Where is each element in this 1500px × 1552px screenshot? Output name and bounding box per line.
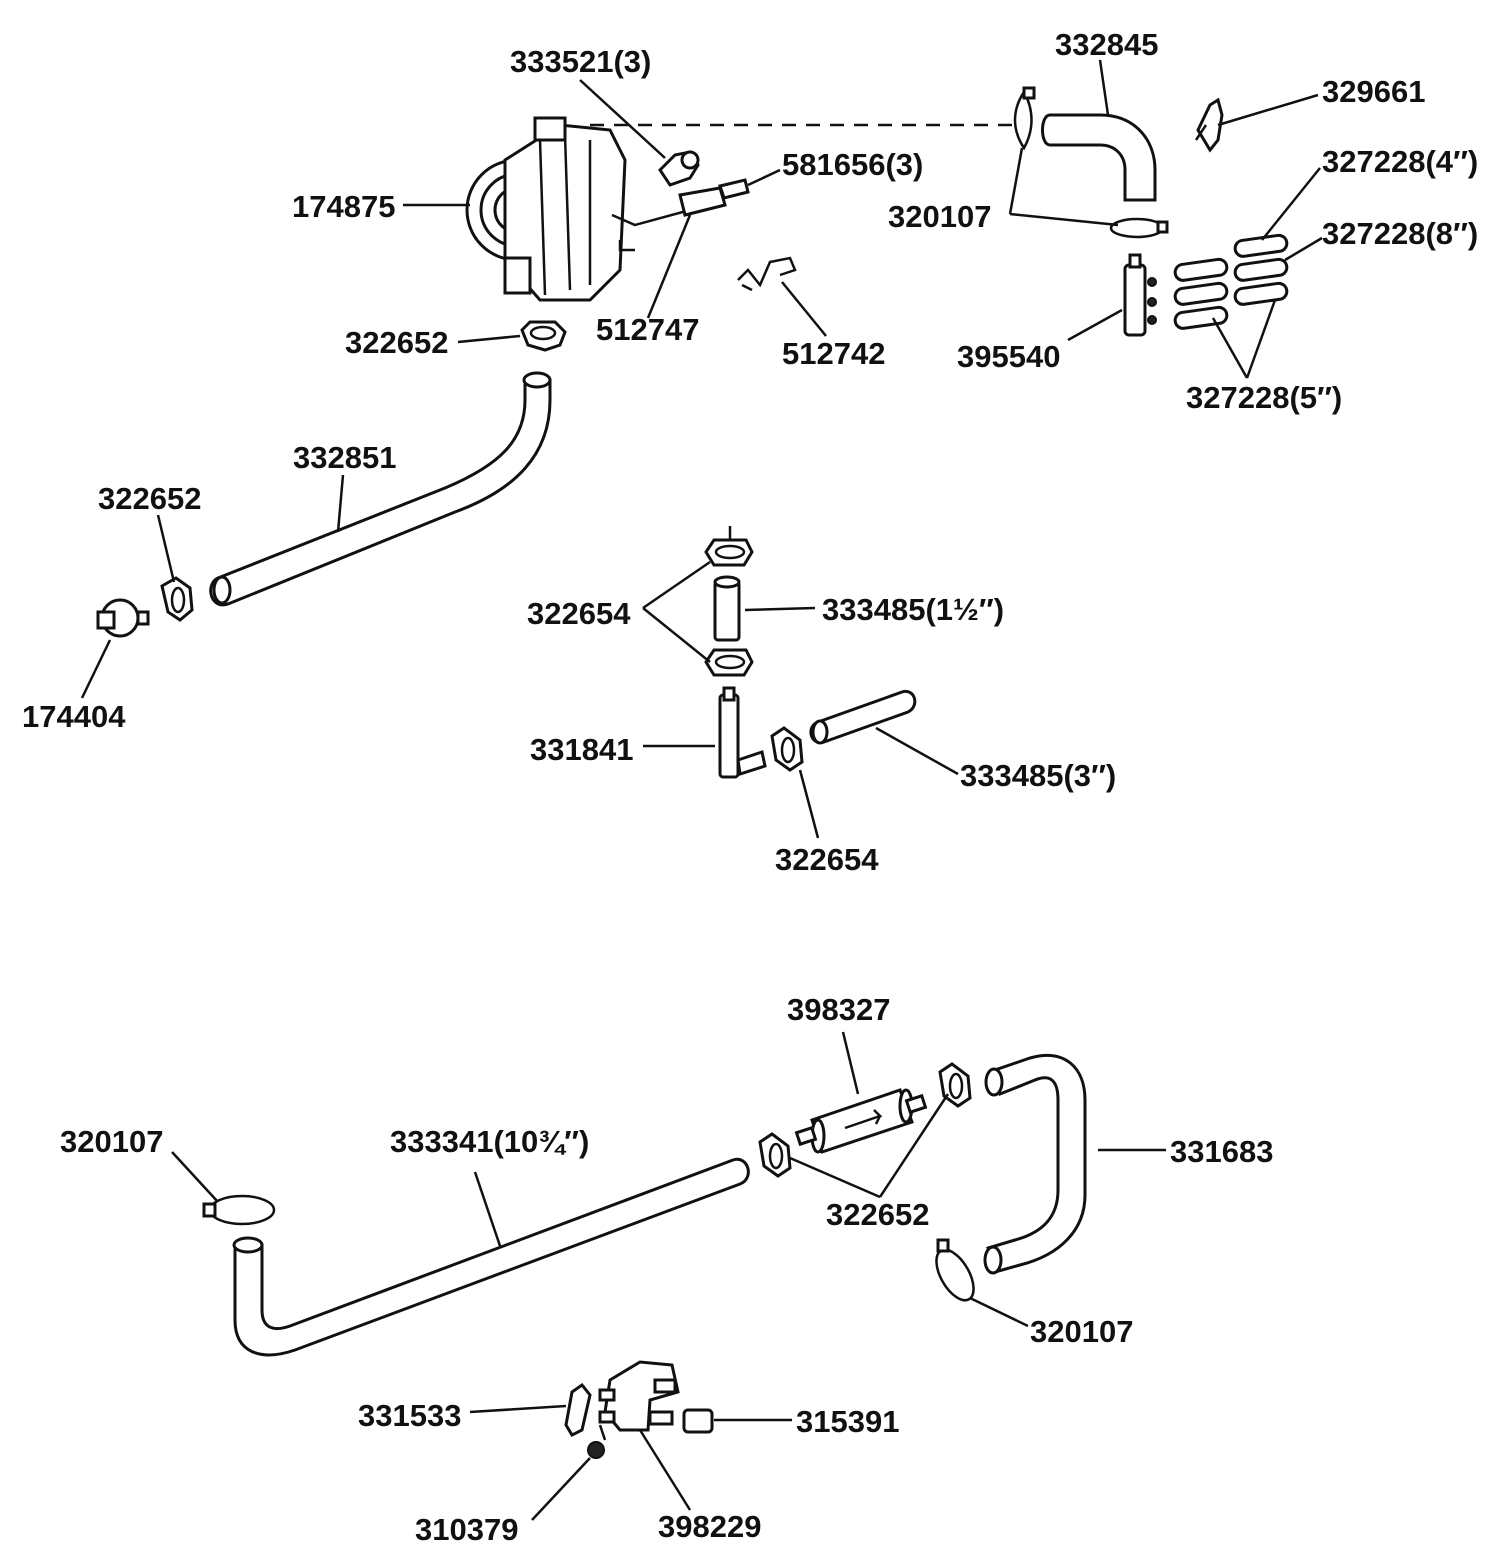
label-581656-3: 581656(3): [782, 147, 923, 182]
fitting-512747: [678, 178, 750, 217]
label-327228-5in: 327228(5′′): [1186, 380, 1342, 415]
label-174875: 174875: [292, 189, 395, 224]
label-329661: 329661: [1322, 74, 1425, 109]
label-322654-a: 322654: [527, 596, 631, 631]
hose-333485-3in: [809, 689, 917, 745]
label-327228-8in: 327228(8′′): [1322, 216, 1478, 251]
hose-327228-set: [1173, 233, 1289, 330]
label-333341: 333341(10¾′′): [390, 1124, 589, 1159]
fuel-pump-174875: [465, 116, 691, 302]
part-labels: 333521(3) 332845 329661 327228(4′′) 5816…: [22, 27, 1478, 1547]
clamp-322652-bottom-left: [758, 1132, 792, 1178]
label-322652-left: 322652: [98, 481, 201, 516]
clamp-322652-left: [160, 576, 194, 622]
label-395540: 395540: [957, 339, 1060, 374]
label-333485-3in: 333485(3′′): [960, 758, 1116, 793]
label-320107-top: 320107: [888, 199, 991, 234]
fuel-filter-398327: [794, 1088, 928, 1154]
clip-512742: [737, 256, 797, 292]
clamp-320107-right: [935, 1238, 975, 1302]
hose-333341: [232, 1157, 750, 1357]
cap-315391: [682, 1408, 714, 1434]
label-332845: 332845: [1055, 27, 1158, 62]
label-322652-top: 322652: [345, 325, 448, 360]
label-331533: 331533: [358, 1398, 461, 1433]
clamp-320107-top-ring: [1109, 217, 1169, 239]
tee-fitting-331841: [718, 686, 767, 779]
label-512742: 512742: [782, 336, 885, 371]
label-333485-1-5in: 333485(1½′′): [822, 592, 1004, 627]
label-322654-b: 322654: [775, 842, 879, 877]
label-322652-bottom: 322652: [826, 1197, 929, 1232]
label-512747: 512747: [596, 312, 699, 347]
clamp-320107-top-vertical: [1013, 86, 1036, 151]
label-315391: 315391: [796, 1404, 899, 1439]
label-398229: 398229: [658, 1509, 761, 1544]
clamp-322654-lower: [704, 648, 754, 677]
manifold-395540: [1123, 253, 1157, 337]
hose-332851: [209, 371, 552, 607]
connector-333521: [658, 150, 700, 187]
connector-329661: [1194, 97, 1224, 153]
hose-331683: [983, 1053, 1087, 1275]
clamp-322654-side: [770, 726, 804, 772]
label-320107-right: 320107: [1030, 1314, 1133, 1349]
hose-333485-1-5in: [713, 575, 741, 642]
fitting-174404: [96, 598, 150, 638]
label-332851: 332851: [293, 440, 396, 475]
screw-310379: [587, 1441, 605, 1459]
valve-398229: [598, 1360, 680, 1441]
clamp-322652-top: [520, 320, 567, 352]
label-333521-3: 333521(3): [510, 44, 651, 79]
label-320107-left: 320107: [60, 1124, 163, 1159]
label-331683: 331683: [1170, 1134, 1273, 1169]
leader-lines: [80, 59, 1323, 1521]
hose-332845: [1041, 113, 1157, 202]
label-310379: 310379: [415, 1512, 518, 1547]
label-174404: 174404: [22, 699, 126, 734]
clamp-322654-upper: [704, 526, 754, 567]
gasket-331533: [564, 1382, 592, 1437]
label-327228-4in: 327228(4′′): [1322, 144, 1478, 179]
clamp-320107-left: [202, 1194, 276, 1226]
label-331841: 331841: [530, 732, 633, 767]
label-398327: 398327: [787, 992, 890, 1027]
